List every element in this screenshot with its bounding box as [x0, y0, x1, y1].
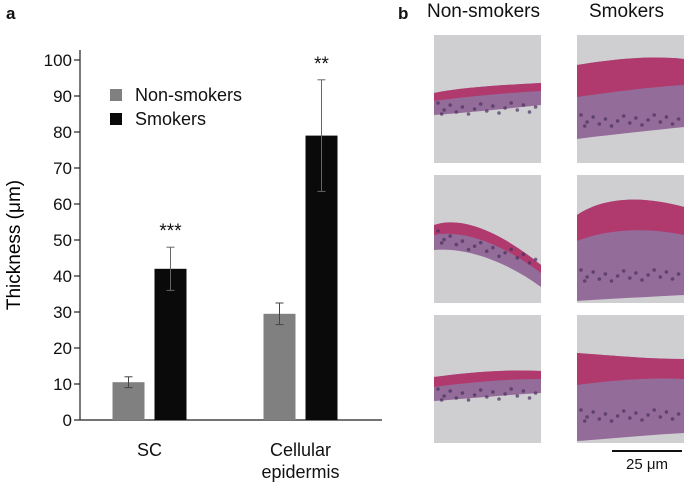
bar-non-smokers: [112, 382, 145, 420]
column-header-smokers: Smokers: [589, 1, 664, 22]
histology-image: [577, 199, 684, 301]
legend-label: Non-smokers: [135, 85, 242, 105]
bars: *****: [112, 54, 338, 420]
micrograph-smokers-row-1: [577, 35, 684, 163]
column-header-non-smokers: Non-smokers: [427, 1, 540, 22]
bar-smokers: [154, 268, 187, 420]
histology-image: [577, 353, 684, 441]
y-tick-label: 70: [53, 159, 72, 178]
micrograph-non-smokers-row-1: [434, 35, 541, 163]
y-axis: 0 10 20 30 40 50 60 70 80 90 100: [44, 50, 81, 430]
x-tick-label: epidermis: [261, 462, 339, 482]
y-tick-label: 30: [53, 303, 72, 322]
scale-bar-label: 25 μm: [626, 456, 668, 473]
x-tick-label: SC: [137, 440, 162, 460]
micrograph-smokers-row-2: [577, 175, 684, 303]
micrograph-smokers-row-3: [577, 315, 684, 443]
legend-label: Smokers: [135, 109, 206, 129]
micrograph-non-smokers-row-2: [434, 175, 541, 303]
y-tick-label: 10: [53, 375, 72, 394]
histology-image: [434, 370, 541, 402]
significance-label: **: [314, 54, 329, 75]
y-tick-label: 80: [53, 123, 72, 142]
y-axis-label: Thickness (μm): [4, 180, 25, 310]
histology-image: [577, 57, 684, 139]
panel-b-letter: b: [398, 4, 409, 23]
significance-label: ***: [159, 221, 182, 242]
micrograph-non-smokers-row-3: [434, 315, 541, 443]
legend-swatch: [110, 89, 122, 101]
bar-chart: Thickness (μm) 0 10 20 30 40 50 60 70 80 90 100 SC…: [4, 50, 382, 482]
legend-swatch: [110, 113, 122, 125]
y-tick-label: 100: [44, 51, 72, 70]
y-tick-label: 40: [53, 267, 72, 286]
panel-a-letter: a: [6, 4, 16, 23]
y-tick-label: 0: [63, 411, 72, 430]
x-tick-label: Cellular: [270, 440, 331, 460]
y-tick-label: 90: [53, 87, 72, 106]
y-tick-label: 20: [53, 339, 72, 358]
histology-image: [434, 222, 541, 287]
scale-bar: [612, 450, 682, 452]
y-tick-label: 60: [53, 195, 72, 214]
histology-image: [434, 83, 541, 116]
y-tick-label: 50: [53, 231, 72, 250]
bar-non-smokers: [263, 313, 296, 420]
